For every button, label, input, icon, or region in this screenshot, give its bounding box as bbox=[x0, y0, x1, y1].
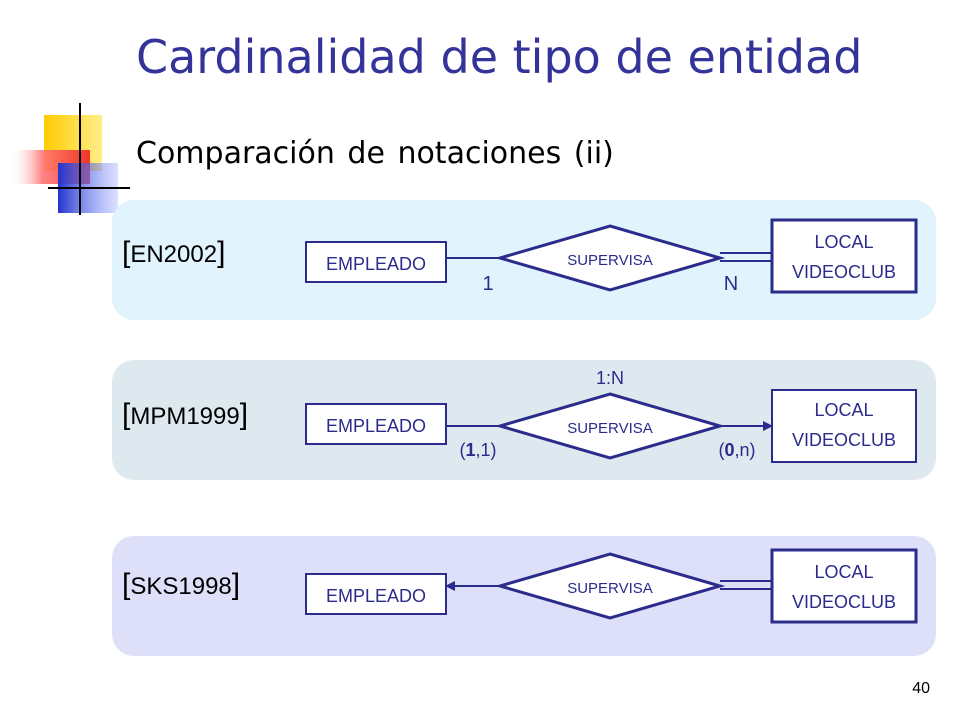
diagram-mpm1999: EMPLEADO SUPERVISA LOCAL VIDEOCLUB 1:N (… bbox=[305, 368, 917, 463]
decorative-logo-icon bbox=[10, 103, 130, 215]
relationship-supervisa-label: SUPERVISA bbox=[567, 420, 653, 437]
cardinality-ratio: 1:N bbox=[596, 368, 624, 388]
slide-title: Cardinalidad de tipo de entidad bbox=[136, 30, 863, 84]
diagram-sks1998: EMPLEADO SUPERVISA LOCAL VIDEOCLUB bbox=[305, 548, 918, 624]
entity-empleado-label: EMPLEADO bbox=[326, 586, 426, 606]
reference-mpm1999: [MPM1999] bbox=[122, 398, 249, 431]
entity-videoclub-label: VIDEOCLUB bbox=[792, 430, 896, 450]
entity-empleado-label: EMPLEADO bbox=[326, 254, 426, 274]
relationship-supervisa bbox=[494, 224, 726, 292]
reference-text: SKS1998 bbox=[130, 573, 232, 600]
cardinality-left: (1,1) bbox=[459, 440, 496, 460]
relationship-supervisa bbox=[494, 392, 726, 460]
entity-empleado-label: EMPLEADO bbox=[326, 416, 426, 436]
entity-local-label: LOCAL bbox=[814, 562, 873, 582]
cardinality-right: (0,n) bbox=[718, 440, 755, 460]
entity-empleado bbox=[305, 403, 447, 445]
connector-right-double bbox=[720, 580, 772, 590]
entity-empleado bbox=[305, 573, 447, 615]
entity-local-videoclub bbox=[771, 389, 917, 463]
page-number: 40 bbox=[912, 680, 930, 697]
entity-videoclub-label: VIDEOCLUB bbox=[792, 262, 896, 282]
relationship-supervisa-label: SUPERVISA bbox=[567, 252, 653, 269]
entity-videoclub-label: VIDEOCLUB bbox=[792, 592, 896, 612]
weak-entity-local-videoclub: LOCAL VIDEOCLUB bbox=[770, 218, 918, 294]
cardinality-left: 1 bbox=[482, 273, 493, 295]
reference-text: MPM1999 bbox=[130, 403, 240, 430]
reference-text: EN2002 bbox=[130, 241, 218, 268]
relationship-supervisa bbox=[494, 552, 726, 620]
entity-local-label: LOCAL bbox=[814, 400, 873, 420]
entity-local-label: LOCAL bbox=[814, 232, 873, 252]
slide-subtitle: Comparación de notaciones (ii) bbox=[136, 136, 614, 171]
reference-sks1998: [SKS1998] bbox=[122, 568, 241, 601]
connector-right-double bbox=[720, 252, 772, 262]
cardinality-right: N bbox=[724, 273, 738, 295]
diagram-en2002: EMPLEADO SUPERVISA LOCAL VIDEOCLUB 1 N bbox=[305, 218, 918, 295]
entity-empleado bbox=[305, 241, 447, 283]
weak-entity-local-videoclub: LOCAL VIDEOCLUB bbox=[770, 548, 918, 624]
reference-en2002: [EN2002] bbox=[122, 236, 226, 269]
relationship-supervisa-label: SUPERVISA bbox=[567, 580, 653, 597]
